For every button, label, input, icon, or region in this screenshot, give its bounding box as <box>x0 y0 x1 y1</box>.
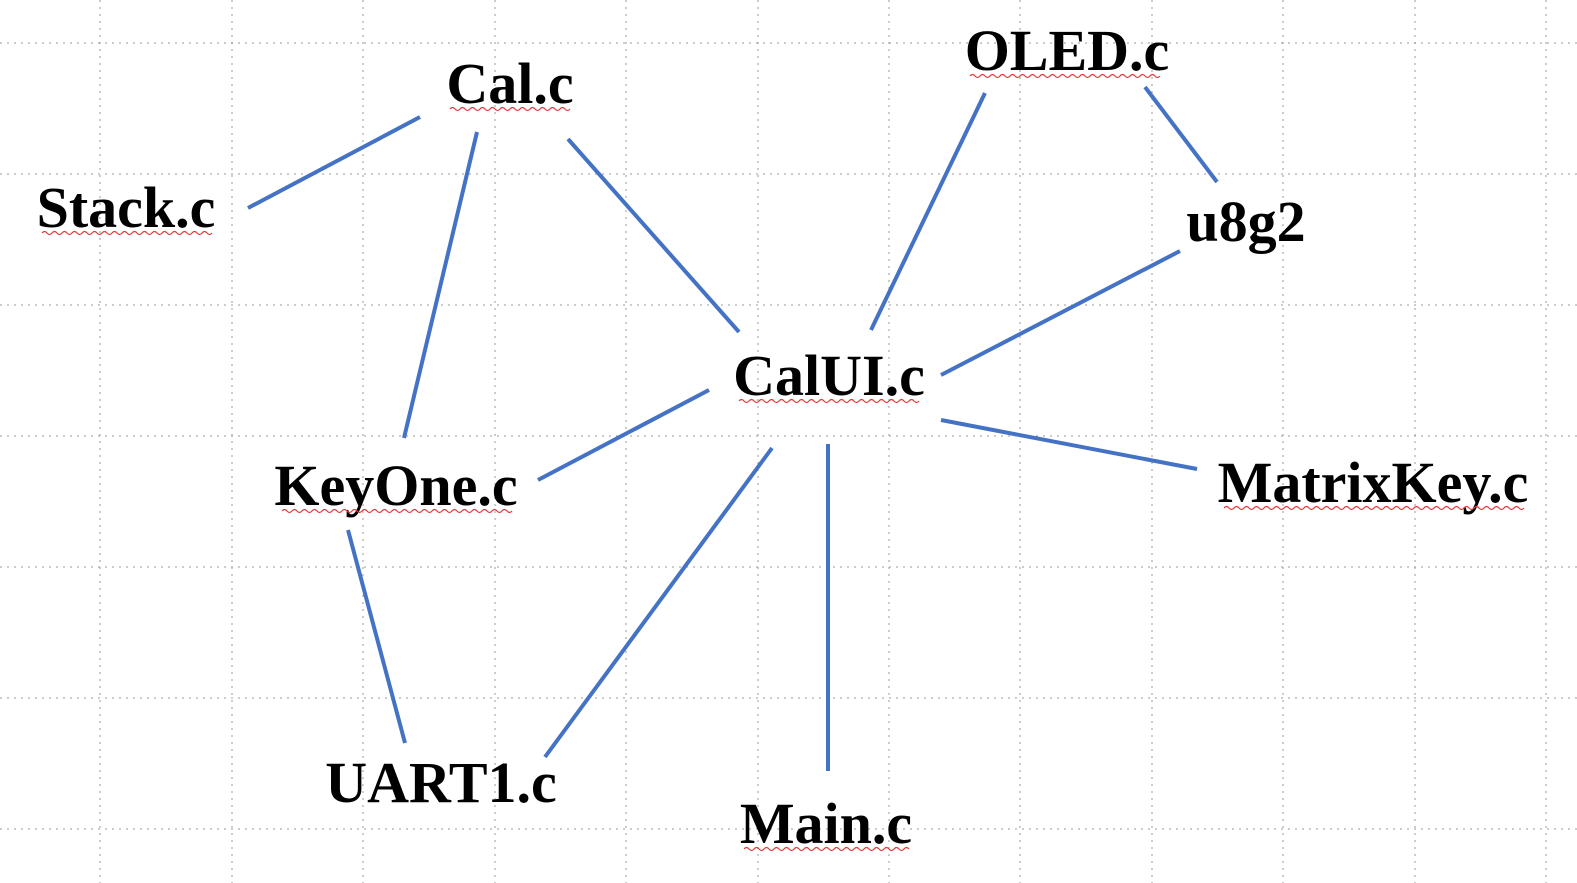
node-label-oled: OLED.c <box>965 18 1170 83</box>
edge-calui-keyone <box>537 388 710 482</box>
node-keyone[interactable]: KeyOne.c <box>274 453 517 518</box>
edge-u8g2-calui <box>940 249 1181 377</box>
node-label-calui: CalUI.c <box>733 343 925 408</box>
edge-layer <box>247 85 1219 771</box>
edge-keyone-uart1 <box>346 529 407 744</box>
node-label-uart1: UART1.c <box>325 750 557 815</box>
node-label-main: Main.c <box>740 791 912 856</box>
node-stack[interactable]: Stack.c <box>37 175 216 240</box>
edge-calui-matrixkey <box>940 418 1198 471</box>
spellcheck-underline <box>449 106 571 112</box>
spellcheck-underline <box>969 73 1161 79</box>
spellcheck-underline <box>41 230 213 236</box>
spellcheck-underline <box>281 508 513 514</box>
node-matrixkey[interactable]: MatrixKey.c <box>1218 450 1529 515</box>
edge-cal-stack <box>247 115 421 210</box>
node-label-keyone: KeyOne.c <box>274 453 517 518</box>
edge-cal-keyone <box>402 131 479 439</box>
node-u8g2[interactable]: u8g2 <box>1186 189 1305 254</box>
node-label-u8g2: u8g2 <box>1186 189 1305 254</box>
node-uart1[interactable]: UART1.c <box>325 750 557 815</box>
spellcheck-underline <box>738 398 920 404</box>
node-oled[interactable]: OLED.c <box>965 18 1170 83</box>
node-main[interactable]: Main.c <box>740 791 912 856</box>
edge-calui-uart1 <box>543 446 774 759</box>
edge-cal-calui <box>566 137 741 334</box>
node-label-stack: Stack.c <box>37 175 216 240</box>
node-layer: Cal.c OLED.c Stack.c u8g2 CalUI.c KeyOne… <box>37 18 1529 856</box>
edge-oled-u8g2 <box>1143 85 1219 184</box>
node-cal[interactable]: Cal.c <box>446 51 573 116</box>
edge-oled-calui <box>869 92 987 331</box>
node-label-cal: Cal.c <box>446 51 573 116</box>
node-label-matrixkey: MatrixKey.c <box>1218 450 1529 515</box>
spellcheck-underline <box>1223 505 1525 511</box>
node-calui[interactable]: CalUI.c <box>733 343 925 408</box>
spellcheck-underline <box>743 846 910 852</box>
